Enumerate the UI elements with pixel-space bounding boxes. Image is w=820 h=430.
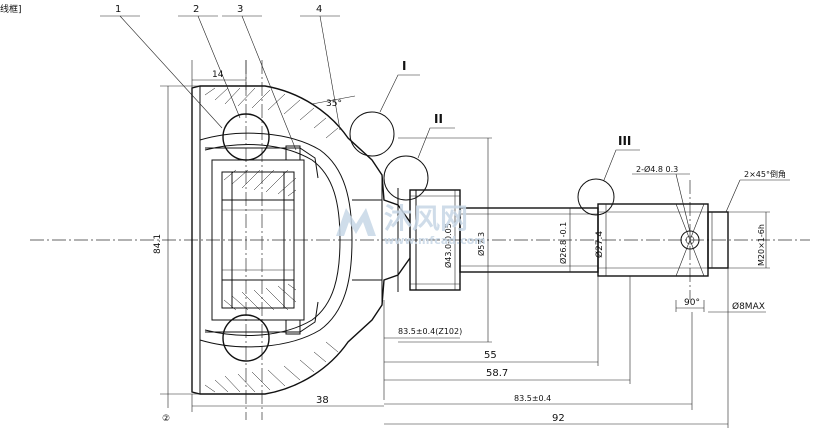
callout-2: 2: [193, 4, 199, 15]
watermark-logo: [336, 208, 376, 236]
callout-4: 4: [316, 4, 322, 15]
dim-dia-43: Ø43.0-0.05: [443, 223, 453, 268]
dim-dia-57-3: Ø57.3: [476, 232, 486, 256]
dim-dia-26-8: Ø26.8 -0.1: [558, 222, 568, 264]
dim-38: 38: [316, 395, 329, 406]
watermark-brand: 沐风网: [384, 202, 468, 235]
dim-14: 14: [212, 70, 224, 80]
stem: [409, 189, 729, 291]
dim-chamfer: 2×45°倒角: [744, 169, 786, 179]
watermark-url: www.mfcad.com: [384, 234, 486, 247]
outer-housing: [191, 85, 411, 395]
datum-marker: ②: [162, 414, 170, 424]
dim-angle-90: 90°: [684, 298, 700, 308]
label-detail-ii: II: [434, 112, 443, 126]
detail-circle-iii: [577, 178, 615, 216]
dim-angle-35: 35°: [326, 99, 342, 109]
dim-dia-27-4: Ø27.4: [594, 231, 605, 258]
detail-circle-ii: [383, 155, 429, 201]
label-detail-i: I: [402, 59, 406, 73]
inner-race: [211, 159, 305, 321]
leader-detail-ii: [417, 127, 455, 159]
ball-bottom: [222, 314, 270, 362]
detail-circle-i: [349, 111, 395, 157]
dim-8-max: Ø8MAX: [732, 301, 765, 312]
leader-1: [119, 15, 223, 129]
callout-1: 1: [115, 4, 121, 15]
dim-spline-length: 83.5±0.4(Z102): [398, 327, 462, 336]
leader-3: [241, 15, 297, 151]
label-detail-iii: III: [618, 134, 631, 148]
dim-58-7: 58.7: [486, 368, 508, 379]
dim-92: 92: [552, 413, 565, 424]
leader-detail-i: [379, 74, 420, 113]
ball-top: [222, 113, 270, 161]
watermark: 沐风网 www.mfcad.com: [336, 202, 486, 247]
leader-detail-iii: [603, 149, 640, 181]
leader-4: [319, 15, 341, 131]
dim-thread: M20×1-6h: [757, 224, 766, 266]
dim-83-5: 83.5±0.4: [514, 394, 551, 403]
callout-3: 3: [237, 4, 243, 15]
dim-hole: 2-Ø4.8 0.3: [636, 164, 678, 174]
cage: [205, 145, 319, 335]
dim-84-1: 84.1: [153, 234, 163, 254]
leader-2: [197, 15, 241, 119]
corner-label: 线框]: [0, 3, 22, 15]
dim-55: 55: [484, 350, 497, 361]
